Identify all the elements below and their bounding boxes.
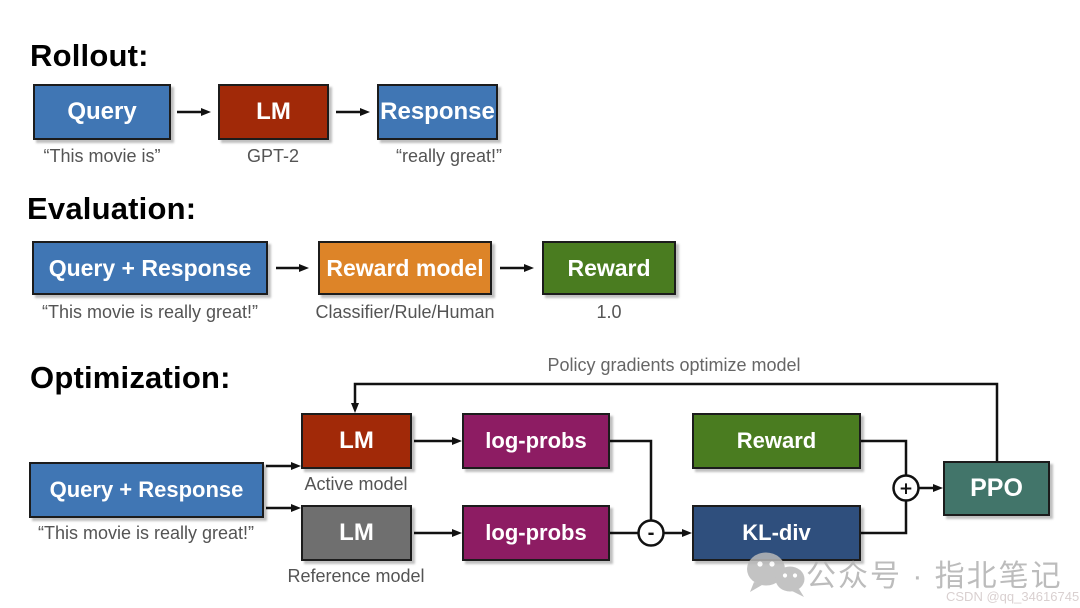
opt-kldiv-label: KL-div [742, 520, 811, 545]
rollout-query-label: Query [67, 98, 137, 125]
rollout-query-caption: “This movie is” [43, 146, 161, 166]
rollout-response-label: Response [380, 98, 495, 125]
minus-sign: - [647, 524, 654, 544]
opt-lm-active-label: LM [339, 427, 374, 454]
opt-ppo-box: PPO [943, 461, 1050, 516]
eval-query-response-box: Query + Response [32, 241, 268, 295]
opt-logprobs-reference-box: log-probs [462, 505, 610, 561]
opt-lm-reference-caption: Reference model [287, 566, 425, 586]
watermark-csdn-text: CSDN @qq_34616745 [946, 589, 1080, 604]
rollout-lm-label: LM [256, 98, 291, 125]
policy-gradients-label: Policy gradients optimize model [547, 355, 801, 375]
rollout-lm-box: LM [218, 84, 329, 140]
eval-reward-model-caption: Classifier/Rule/Human [315, 302, 495, 322]
plus-node [892, 474, 920, 502]
line-logprobs-active-to-minus [610, 439, 653, 520]
optimization-title: Optimization: [30, 360, 231, 395]
eval-reward-box: Reward [542, 241, 676, 295]
eval-reward-model-box: Reward model [318, 241, 492, 295]
opt-logprobs-active-label: log-probs [485, 428, 587, 453]
rollout-lm-caption: GPT-2 [246, 146, 300, 166]
eval-query-response-label: Query + Response [48, 254, 252, 281]
opt-reward-box: Reward [692, 413, 861, 469]
rollout-query-box: Query [33, 84, 171, 140]
eval-reward-label: Reward [567, 254, 651, 281]
eval-reward-model-label: Reward model [326, 254, 484, 281]
evaluation-title: Evaluation: [27, 191, 197, 226]
opt-logprobs-reference-label: log-probs [485, 520, 587, 545]
eval-query-response-caption: “This movie is really great!” [41, 302, 259, 322]
opt-logprobs-active-box: log-probs [462, 413, 610, 469]
rollout-title: Rollout: [30, 38, 149, 73]
opt-reward-label: Reward [736, 428, 817, 453]
rollout-response-caption: “really great!” [395, 146, 503, 166]
rollout-response-box: Response [377, 84, 498, 140]
opt-lm-active-caption: Active model [304, 474, 408, 494]
line-kldiv-to-plus [861, 501, 908, 535]
opt-query-response-caption: “This movie is really great!” [37, 523, 255, 543]
eval-reward-caption: 1.0 [596, 302, 622, 322]
opt-ppo-label: PPO [970, 474, 1023, 502]
watermark-wechat-text: 公众号 · 指北笔记 [806, 560, 1063, 593]
opt-lm-reference-label: LM [339, 519, 374, 546]
minus-node [637, 519, 665, 547]
opt-kldiv-box: KL-div [692, 505, 861, 561]
plus-sign: + [899, 479, 913, 499]
opt-lm-active-box: LM [301, 413, 412, 469]
feedback-loop-line [351, 382, 999, 461]
opt-lm-reference-box: LM [301, 505, 412, 561]
opt-query-response-label: Query + Response [49, 477, 244, 502]
line-reward-to-plus [861, 439, 908, 475]
opt-query-response-box: Query + Response [29, 462, 264, 518]
